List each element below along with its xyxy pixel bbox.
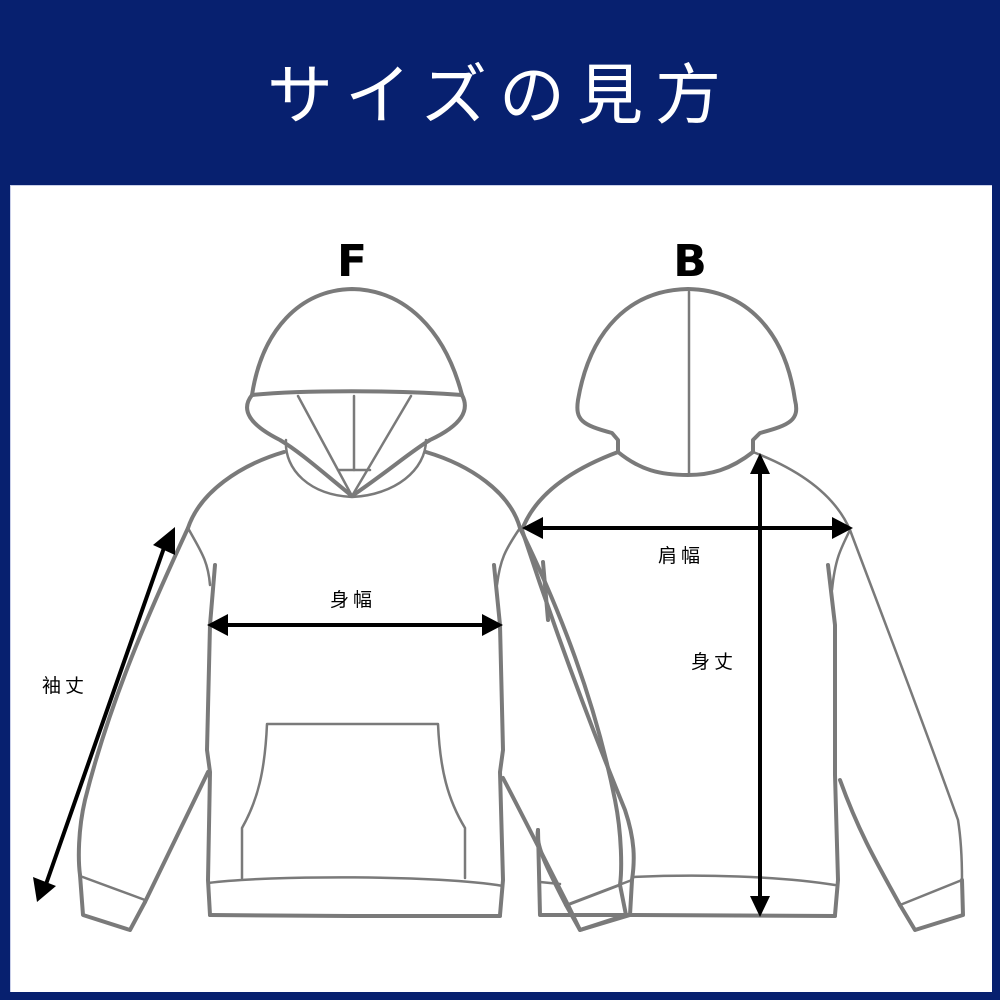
- sleeve-length-arrow: [33, 527, 175, 902]
- page-title: サイズの見方: [266, 56, 734, 134]
- front-view-label: F: [337, 236, 367, 287]
- shoulder-width-label: 肩幅: [658, 545, 704, 567]
- body-length-arrow: [750, 453, 770, 917]
- body-length-label: 身丈: [691, 651, 737, 673]
- sleeve-length-label: 袖丈: [42, 675, 88, 697]
- back-hoodie-drawing: [520, 287, 965, 932]
- body-width-label: 身幅: [330, 589, 376, 611]
- back-view-label: B: [673, 236, 707, 287]
- shoulder-width-arrow: [522, 517, 853, 539]
- body-width-arrow: [207, 614, 503, 636]
- header-banner: サイズの見方: [0, 0, 1000, 185]
